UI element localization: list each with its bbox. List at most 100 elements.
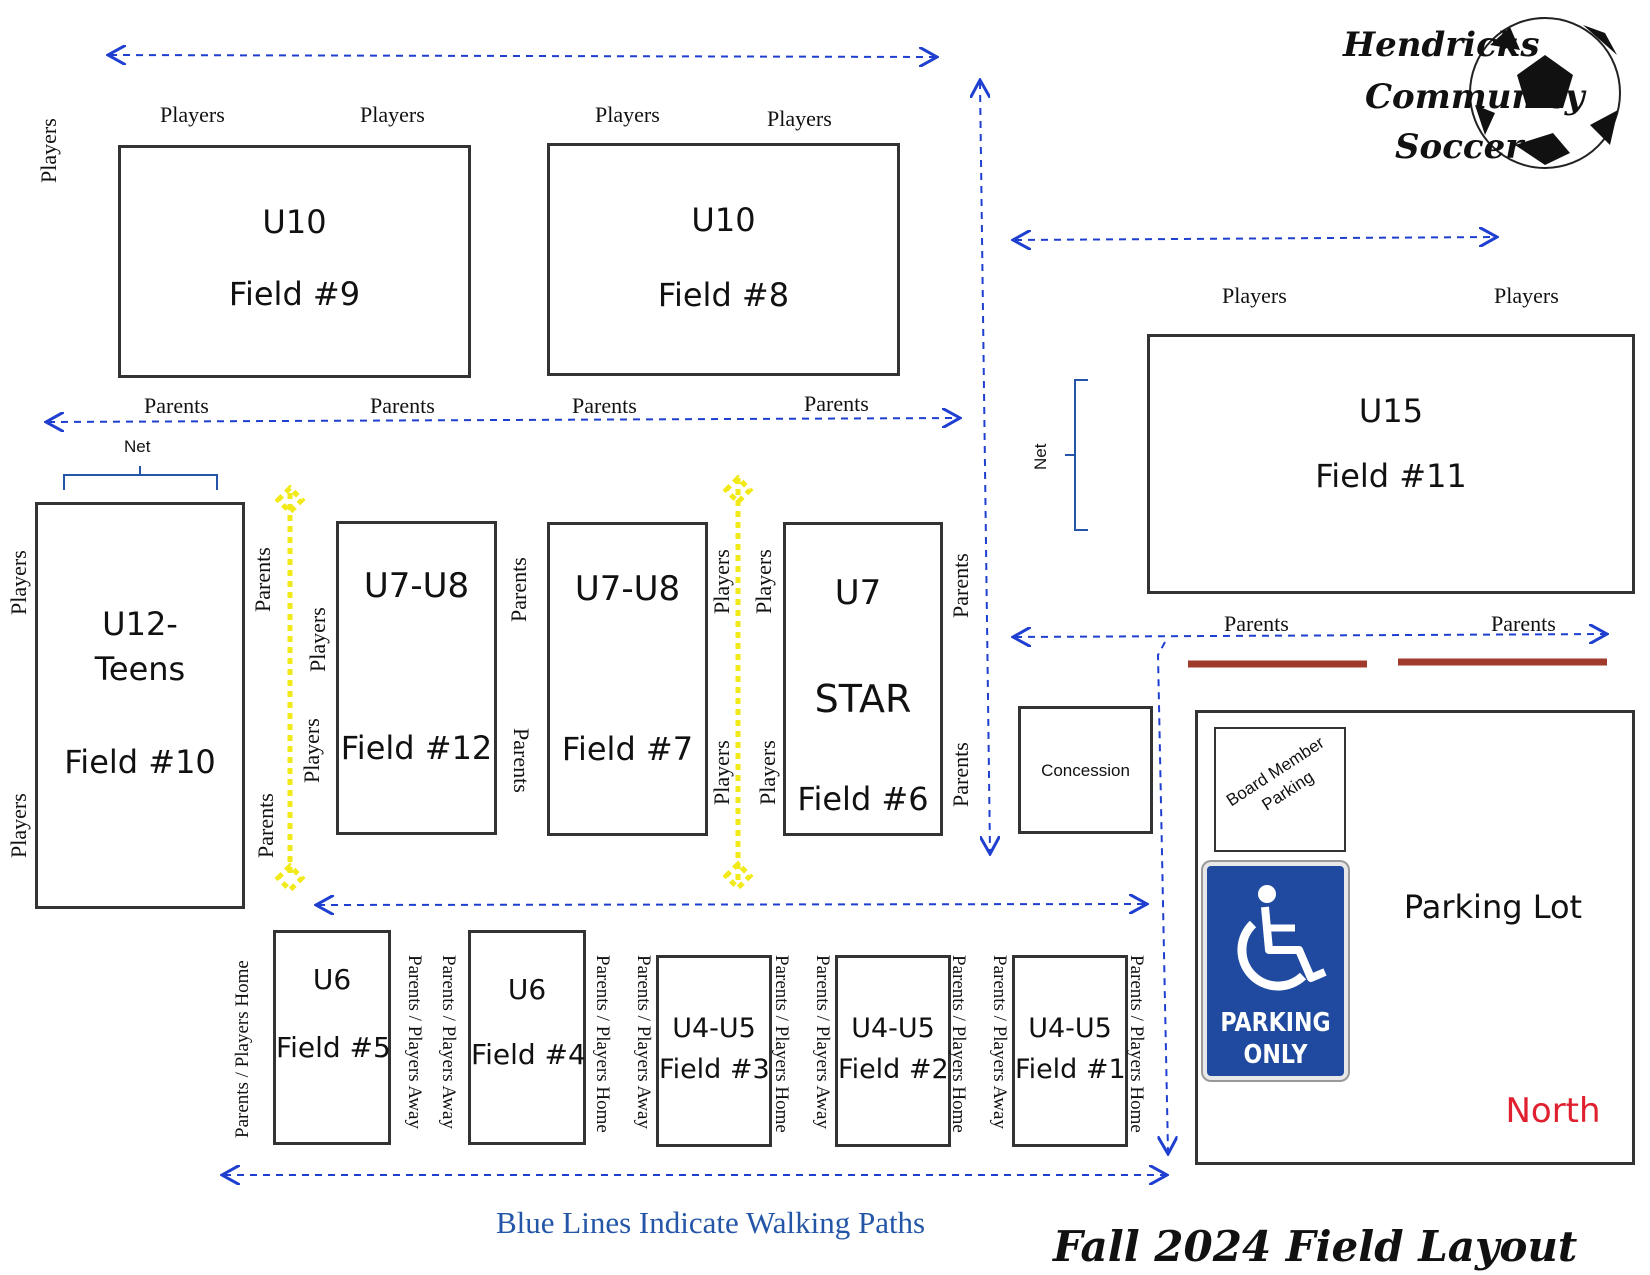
walking-path bbox=[110, 55, 935, 57]
parents-players-home-label: Parents / Players Home bbox=[592, 955, 613, 1133]
yellow-path-end bbox=[274, 484, 306, 516]
field-4-name: Field #4 bbox=[471, 1038, 586, 1071]
field-5: U6 Field #5 bbox=[273, 930, 391, 1145]
concession-label: Concession bbox=[1041, 761, 1130, 780]
field-3: U4-U5 Field #3 bbox=[656, 955, 772, 1147]
field-1-name: Field #1 bbox=[1015, 1054, 1126, 1085]
logo-line-3: Soccer bbox=[1395, 127, 1524, 167]
field-11-age: U15 bbox=[1358, 392, 1424, 430]
players-label: Players bbox=[709, 549, 734, 614]
logo-line-2: Community bbox=[1365, 77, 1585, 117]
parents-label: Parents bbox=[948, 742, 973, 807]
field-12-name: Field #12 bbox=[340, 729, 493, 767]
field-11: U15 Field #11 bbox=[1147, 334, 1635, 594]
walking-path bbox=[1156, 641, 1168, 1152]
parents-players-home-label: Parents / Players Home bbox=[771, 955, 792, 1133]
players-label: Players bbox=[6, 550, 31, 615]
field-7: U7-U8 Field #7 bbox=[547, 522, 708, 836]
walking-path bbox=[1015, 237, 1495, 240]
net-bracket bbox=[63, 466, 218, 490]
parents-label: Parents bbox=[1224, 611, 1289, 636]
players-label: Players bbox=[709, 740, 734, 805]
field-10: U12- Teens Field #10 bbox=[35, 502, 245, 909]
players-label: Players bbox=[360, 102, 425, 127]
field-6-name: Field #6 bbox=[797, 780, 929, 818]
parents-players-away-label: Parents / Players Away bbox=[989, 955, 1010, 1129]
players-label: Players bbox=[1494, 283, 1559, 308]
parents-label: Parents bbox=[253, 793, 278, 858]
accessible-sign-line-1: PARKING bbox=[1220, 1008, 1331, 1038]
yellow-path-end bbox=[722, 860, 754, 892]
field-11-name: Field #11 bbox=[1315, 457, 1467, 495]
players-label: Players bbox=[595, 102, 660, 127]
accessible-sign-line-2: ONLY bbox=[1243, 1040, 1308, 1070]
field-8-name: Field #8 bbox=[657, 276, 790, 314]
field-4: U6 Field #4 bbox=[468, 930, 586, 1145]
players-label: Players bbox=[299, 718, 324, 783]
players-label: Players bbox=[751, 549, 776, 614]
parents-label: Parents bbox=[250, 547, 275, 612]
north-label: North bbox=[1505, 1091, 1601, 1131]
field-4-age: U6 bbox=[507, 973, 547, 1006]
players-label: Players bbox=[6, 793, 31, 858]
field-3-name: Field #3 bbox=[659, 1054, 770, 1085]
walking-path bbox=[980, 82, 990, 852]
parking-lot-label: Parking Lot bbox=[1403, 888, 1583, 926]
yellow-path-end bbox=[722, 474, 754, 506]
parents-players-away-label: Parents / Players Away bbox=[438, 955, 459, 1129]
parents-label: Parents bbox=[506, 557, 531, 622]
parents-label: Parents bbox=[804, 391, 869, 416]
parents-players-away-label: Parents / Players Away bbox=[633, 955, 654, 1129]
walking-path bbox=[48, 418, 958, 422]
field-1-age: U4-U5 bbox=[1028, 1013, 1112, 1044]
parents-label: Parents bbox=[572, 393, 637, 418]
field-10-age-line2: Teens bbox=[94, 650, 186, 688]
parents-label: Parents bbox=[370, 393, 435, 418]
logo-line-1: Hendricks bbox=[1343, 25, 1540, 65]
field-12-age: U7-U8 bbox=[363, 566, 470, 606]
club-logo: Hendricks Community Soccer bbox=[1335, 15, 1625, 175]
field-2-age: U4-U5 bbox=[851, 1013, 935, 1044]
accessible-parking-sign: PARKING ONLY bbox=[1203, 862, 1348, 1080]
parents-label: Parents bbox=[948, 553, 973, 618]
board-member-parking-text: Board Member Parking bbox=[1219, 730, 1345, 834]
parents-label: Parents bbox=[509, 728, 534, 793]
players-label: Players bbox=[767, 106, 832, 131]
map-title: Fall 2024 Field Layout bbox=[1053, 1222, 1578, 1271]
field-2-name: Field #2 bbox=[838, 1054, 949, 1085]
net-label: Net bbox=[124, 437, 151, 456]
field-9-name: Field #9 bbox=[228, 275, 361, 313]
field-8: U10 Field #8 bbox=[547, 143, 900, 376]
field-9: U10 Field #9 bbox=[118, 145, 471, 378]
field-8-age: U10 bbox=[691, 201, 756, 239]
field-5-name: Field #5 bbox=[276, 1031, 391, 1064]
field-2: U4-U5 Field #2 bbox=[835, 955, 951, 1147]
yellow-path-end bbox=[274, 862, 306, 894]
field-3-age: U4-U5 bbox=[672, 1013, 756, 1044]
field-7-name: Field #7 bbox=[561, 730, 694, 768]
players-label: Players bbox=[160, 102, 225, 127]
field-5-age: U6 bbox=[312, 963, 352, 996]
wheelchair-icon bbox=[1237, 885, 1327, 991]
parents-players-home-label: Parents / Players Home bbox=[1126, 955, 1147, 1133]
field-10-age: U12- bbox=[102, 605, 178, 643]
parents-players-away-label: Parents / Players Away bbox=[404, 955, 425, 1129]
field-12: U7-U8 Field #12 bbox=[336, 521, 497, 835]
net-bracket bbox=[1065, 379, 1088, 531]
parents-players-away-label: Parents / Players Away bbox=[812, 955, 833, 1129]
soccer-ball-icon bbox=[1469, 17, 1621, 169]
field-6-age: U7 bbox=[834, 573, 882, 613]
parents-players-home-label: Parents / Players Home bbox=[232, 960, 253, 1138]
players-label: Players bbox=[305, 607, 330, 672]
players-label: Players bbox=[36, 118, 61, 183]
field-6: U7 STAR Field #6 bbox=[783, 522, 943, 836]
walking-path bbox=[318, 904, 1145, 905]
players-label: Players bbox=[755, 740, 780, 805]
field-7-age: U7-U8 bbox=[574, 569, 681, 609]
players-label: Players bbox=[1222, 283, 1287, 308]
field-6-age-line2: STAR bbox=[814, 677, 912, 721]
field-9-age: U10 bbox=[262, 203, 327, 241]
field-10-name: Field #10 bbox=[64, 743, 216, 781]
